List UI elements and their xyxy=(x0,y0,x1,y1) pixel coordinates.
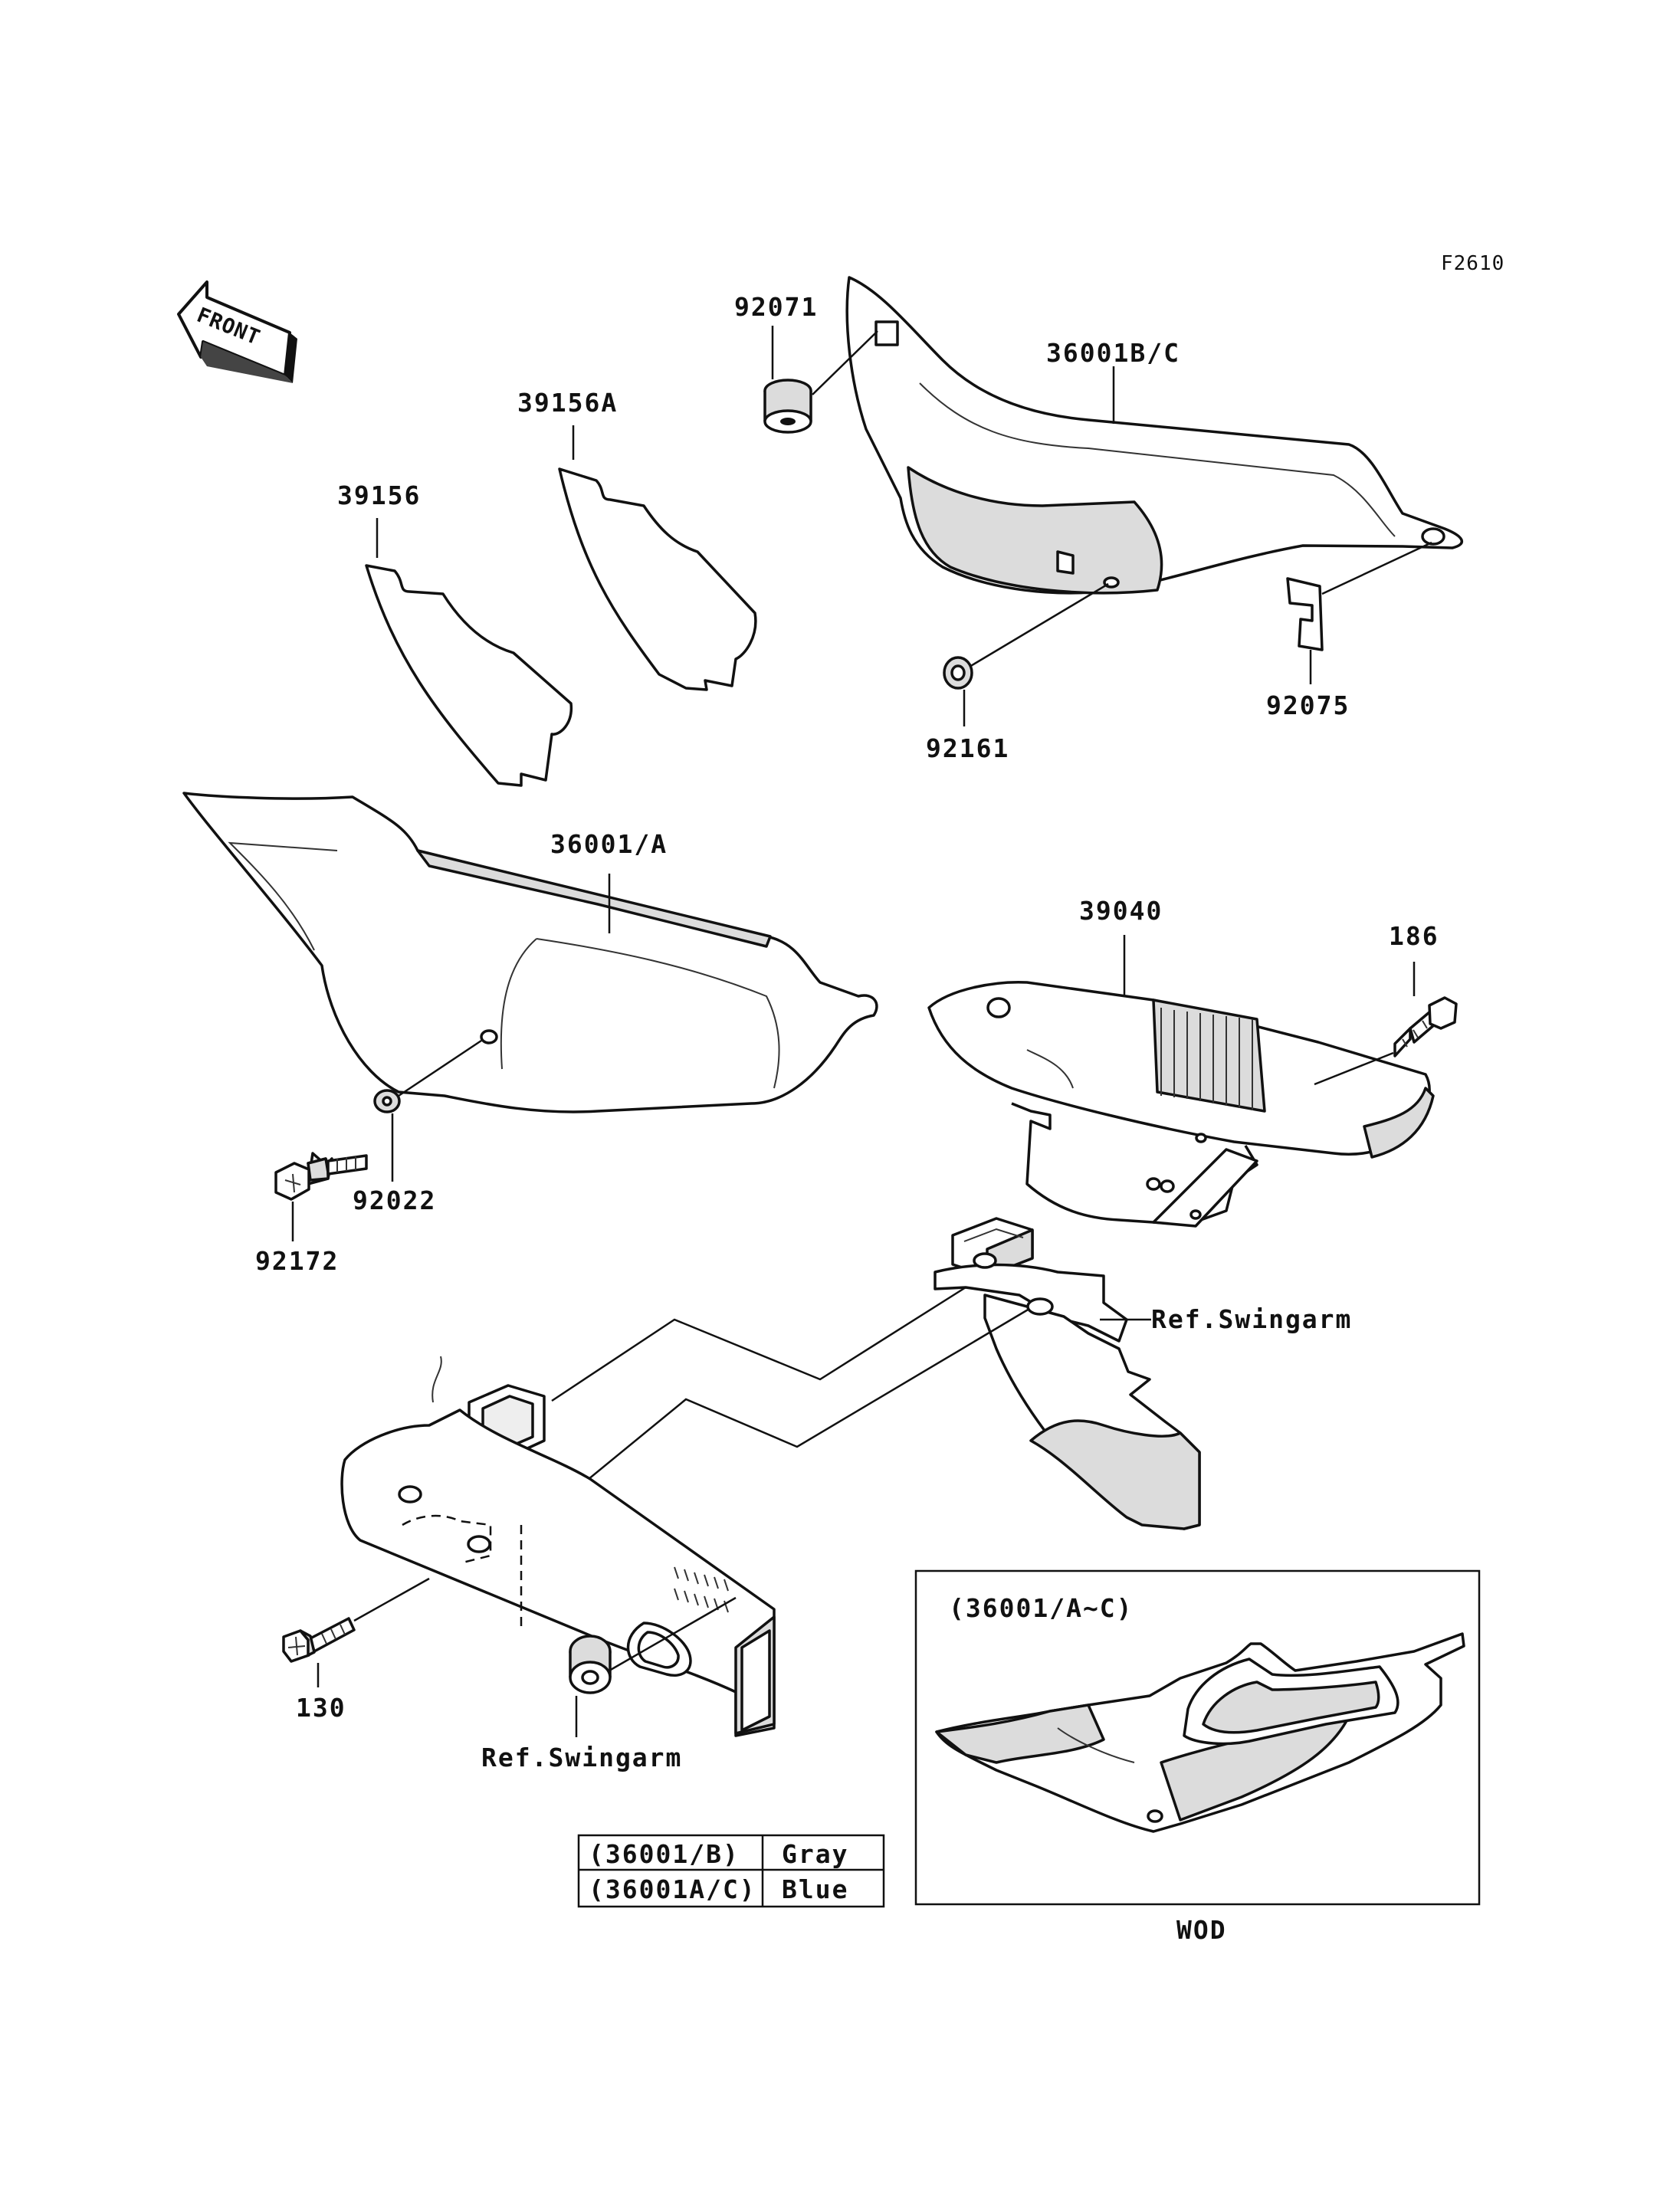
pad-39156 xyxy=(365,564,573,787)
swingarm xyxy=(340,1356,776,1737)
swingarm-bracket xyxy=(934,1217,1201,1530)
label-92161: 92161 xyxy=(926,733,1009,763)
side-cover-right xyxy=(845,276,1463,595)
chain-guard-39040 xyxy=(927,981,1435,1228)
label-39040: 39040 xyxy=(1079,896,1163,926)
label-130: 130 xyxy=(296,1693,346,1723)
table-row-1-color: Gray xyxy=(782,1839,848,1869)
label-ref-swingarm-bottom: Ref.Swingarm xyxy=(481,1743,682,1772)
table-row-2-color: Blue xyxy=(782,1874,848,1904)
color-table: (36001/B) Gray (36001A/C) Blue xyxy=(577,1834,885,1908)
inset-caption: WOD xyxy=(1176,1915,1227,1945)
label-92071: 92071 xyxy=(734,292,818,322)
grommet-92161 xyxy=(943,656,973,690)
table-row-1-part: (36001/B) xyxy=(589,1839,740,1869)
inset-panel: (36001/A~C) xyxy=(914,1569,1481,1906)
bolt-130 xyxy=(282,1617,356,1663)
clip-92075 xyxy=(1286,577,1324,651)
label-36001A: 36001/A xyxy=(550,829,668,859)
inset-title: (36001/A~C) xyxy=(949,1593,1134,1623)
label-ref-swingarm-right: Ref.Swingarm xyxy=(1151,1304,1352,1334)
figure-code: F2610 xyxy=(1441,252,1504,275)
side-cover-left xyxy=(182,792,878,1113)
label-36001BC: 36001B/C xyxy=(1046,338,1180,368)
bolt-92172 xyxy=(274,1152,368,1201)
grommet-92071 xyxy=(763,379,812,434)
bolt-186 xyxy=(1393,996,1458,1058)
collar-ref-swingarm xyxy=(569,1635,612,1694)
pad-39156A xyxy=(558,467,757,691)
label-39156: 39156 xyxy=(337,480,421,510)
front-arrow-icon: FRONT xyxy=(177,280,297,383)
label-39156A: 39156A xyxy=(517,388,618,418)
washer-92022 xyxy=(373,1089,401,1113)
table-row-2-part: (36001A/C) xyxy=(589,1874,756,1904)
label-92172: 92172 xyxy=(255,1246,339,1276)
label-186: 186 xyxy=(1389,921,1439,951)
label-92075: 92075 xyxy=(1266,690,1350,720)
label-92022: 92022 xyxy=(353,1185,436,1215)
